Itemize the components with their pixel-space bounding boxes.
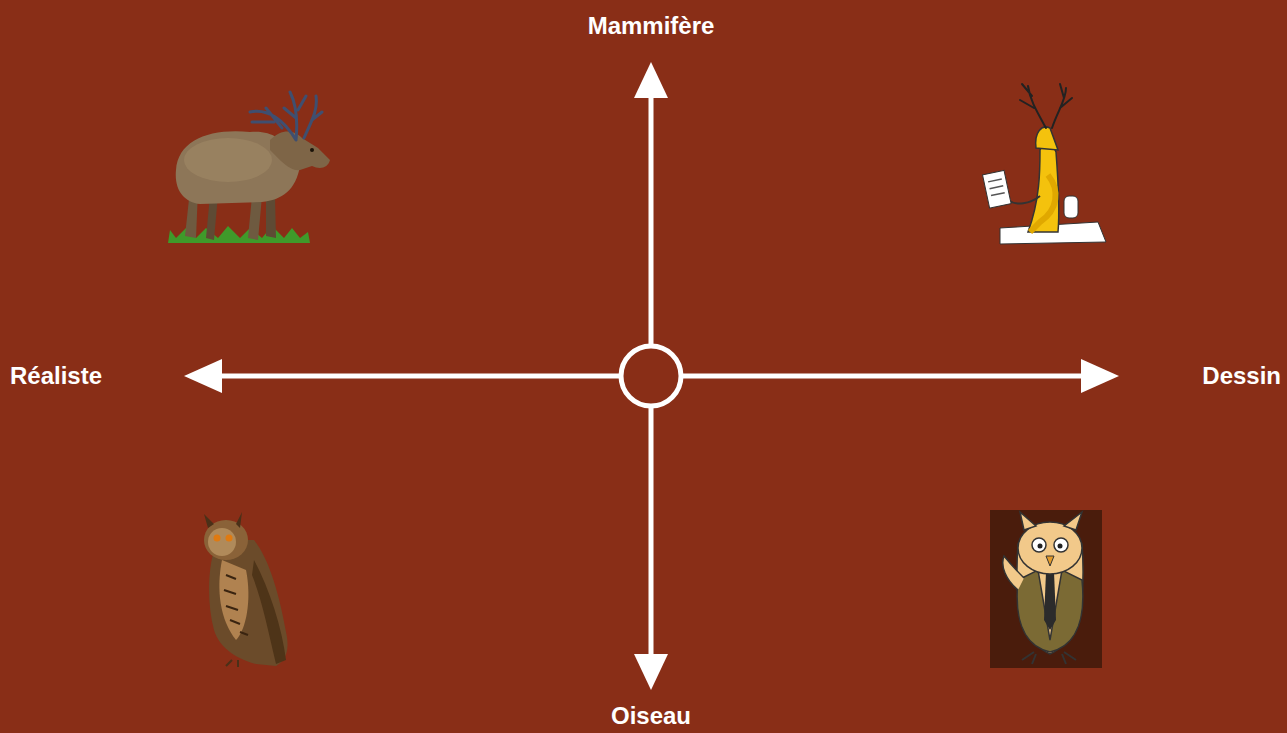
axis-label-bottom: Oiseau — [611, 702, 691, 731]
arrow-heads — [184, 62, 1119, 690]
axes — [218, 95, 1085, 658]
axis-label-left: Réaliste — [10, 362, 102, 391]
cartoon-owl — [990, 510, 1102, 668]
cartoon-deer — [983, 84, 1106, 244]
axis-label-right: Dessin — [1202, 362, 1281, 391]
elk-photo — [168, 92, 330, 243]
axis-label-top: Mammifère — [588, 12, 715, 41]
owl-photo — [204, 512, 288, 667]
